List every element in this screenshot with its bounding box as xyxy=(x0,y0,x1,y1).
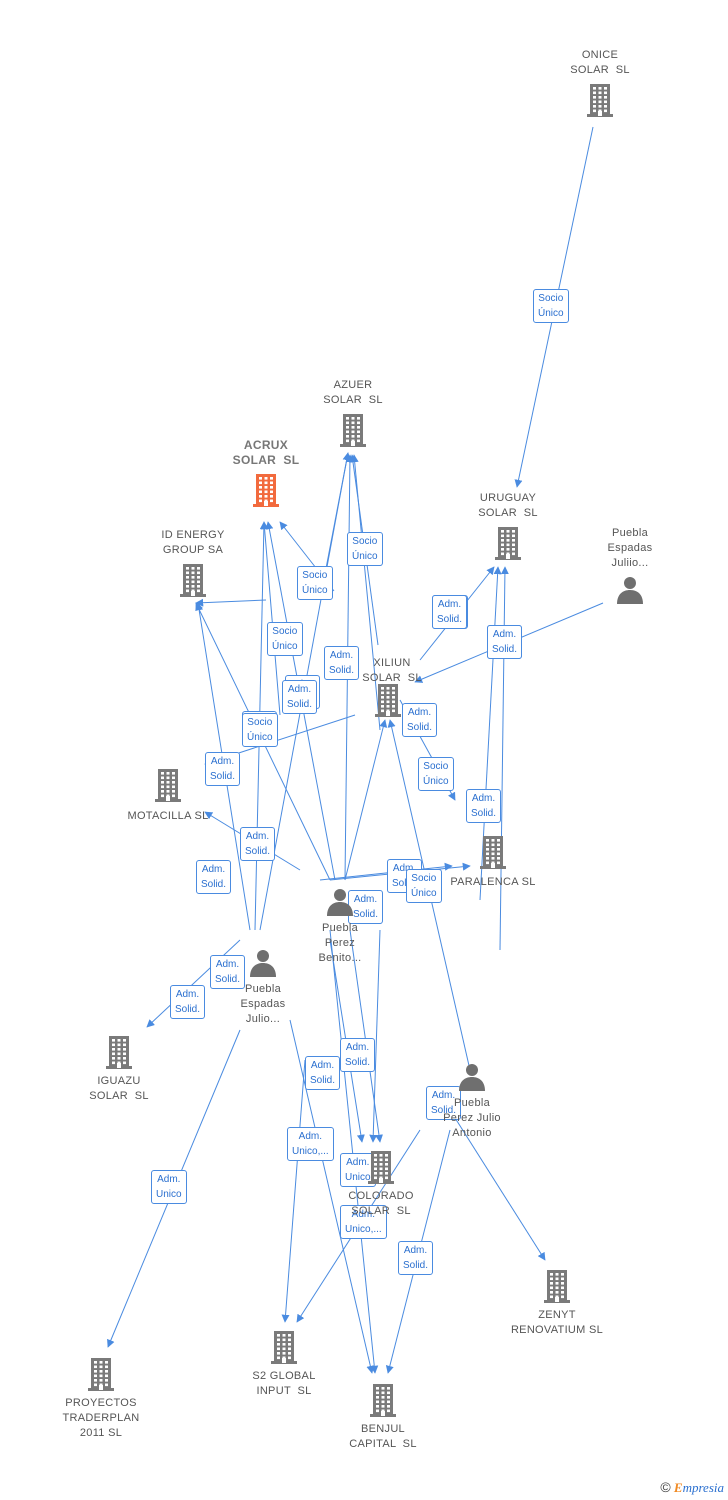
relation-label[interactable]: Adm. Solid. xyxy=(340,1038,376,1072)
relation-label[interactable]: Adm. Solid. xyxy=(402,703,438,737)
building-icon[interactable] xyxy=(585,82,615,123)
company-name[interactable]: BENJUL CAPITAL SL xyxy=(349,1423,417,1450)
company-name[interactable]: XILIUN SOLAR SL xyxy=(362,657,422,684)
edge-line xyxy=(146,939,241,1028)
edge-line xyxy=(449,1109,546,1261)
person-icon[interactable] xyxy=(248,948,278,983)
relation-label[interactable]: Adm. Unico,... xyxy=(287,1127,334,1161)
company-name[interactable]: COLORADO SOLAR SL xyxy=(348,1190,414,1217)
edge-line xyxy=(369,929,381,1143)
building-icon[interactable] xyxy=(373,682,403,723)
relation-label[interactable]: Socio Único xyxy=(267,622,303,656)
relation-label[interactable]: Adm. Unico xyxy=(151,1170,187,1204)
relation-label[interactable]: Adm. Solid. xyxy=(426,1086,462,1120)
relation-label[interactable]: Adm. Solid. xyxy=(348,890,384,924)
relation-label[interactable]: Adm. Solid. xyxy=(282,680,318,714)
footer-brand[interactable]: © Empresia xyxy=(660,1479,724,1496)
building-icon[interactable] xyxy=(178,562,208,603)
company-name[interactable]: ACRUX SOLAR SL xyxy=(232,438,300,467)
company-name[interactable]: ZENYT RENOVATIUM SL xyxy=(510,1309,604,1336)
company-name[interactable]: MOTACILLA SL xyxy=(127,810,209,822)
relation-label[interactable]: Adm. Solid. xyxy=(466,789,502,823)
edge-line xyxy=(349,929,383,1143)
building-icon[interactable] xyxy=(366,1149,396,1190)
person-icon[interactable] xyxy=(615,575,645,610)
relation-label[interactable]: Socio Único xyxy=(242,713,278,747)
company-name[interactable]: IGUAZU SOLAR SL xyxy=(89,1075,149,1102)
company-name[interactable]: ID ENERGY GROUP SA xyxy=(161,529,225,556)
person-name[interactable]: Puebla Espadas Juliio... xyxy=(607,527,653,569)
building-icon[interactable] xyxy=(478,834,508,875)
building-icon[interactable] xyxy=(153,767,183,808)
building-icon[interactable] xyxy=(104,1034,134,1075)
copyright-symbol: © xyxy=(660,1479,671,1495)
person-name[interactable]: Puebla Perez Julio Antonio xyxy=(443,1097,501,1139)
relation-label[interactable]: Adm. Solid. xyxy=(432,595,468,629)
building-icon[interactable] xyxy=(493,525,523,566)
relation-label[interactable]: Adm. Solid. xyxy=(305,1056,341,1090)
brand-logo: Empresia xyxy=(673,1480,724,1495)
company-name[interactable]: PROYECTOS TRADERPLAN 2011 SL xyxy=(62,1397,140,1439)
company-name[interactable]: PARALENCA SL xyxy=(450,876,536,888)
relation-label[interactable]: Adm. Solid. xyxy=(205,752,241,786)
edge-line xyxy=(329,929,379,1374)
edge-line xyxy=(281,1059,306,1323)
company-name[interactable]: AZUER SOLAR SL xyxy=(323,379,383,406)
relation-label[interactable]: Adm. Solid. xyxy=(196,860,232,894)
edge-line xyxy=(344,719,388,881)
relation-label[interactable]: Adm. Solid. xyxy=(324,646,360,680)
relation-label[interactable]: Socio Único xyxy=(347,532,383,566)
building-icon[interactable] xyxy=(86,1356,116,1397)
edge-line xyxy=(289,1019,375,1374)
edge-line xyxy=(195,598,267,607)
edge-line xyxy=(319,862,453,881)
relation-label[interactable]: Socio Único xyxy=(533,289,569,323)
person-name[interactable]: Puebla Perez Benito... xyxy=(318,922,362,964)
relation-label[interactable]: Adm. Solid. xyxy=(210,955,246,989)
company-name[interactable]: S2 GLOBAL INPUT SL xyxy=(252,1370,316,1397)
building-icon[interactable] xyxy=(251,472,281,513)
relation-label[interactable]: Adm. Solid. xyxy=(240,827,276,861)
person-icon[interactable] xyxy=(325,887,355,922)
building-icon[interactable] xyxy=(542,1268,572,1309)
person-icon[interactable] xyxy=(457,1062,487,1097)
edge-line xyxy=(260,521,281,716)
relation-label[interactable]: Socio Único xyxy=(418,757,454,791)
relation-label[interactable]: Adm. Solid. xyxy=(398,1241,434,1275)
building-icon[interactable] xyxy=(368,1382,398,1423)
person-name[interactable]: Puebla Espadas Julio... xyxy=(240,983,286,1025)
relation-label[interactable]: Adm. Solid. xyxy=(487,625,523,659)
company-name[interactable]: ONICE SOLAR SL xyxy=(570,49,630,76)
relation-label[interactable]: Socio Único xyxy=(297,566,333,600)
building-icon[interactable] xyxy=(269,1329,299,1370)
relation-label[interactable]: Adm. Unico,... xyxy=(340,1205,387,1239)
company-name[interactable]: URUGUAY SOLAR SL xyxy=(478,492,538,519)
edge-line xyxy=(350,454,381,731)
building-icon[interactable] xyxy=(338,412,368,453)
relation-label[interactable]: Socio Único xyxy=(406,869,442,903)
relation-label[interactable]: Adm. Solid. xyxy=(170,985,206,1019)
